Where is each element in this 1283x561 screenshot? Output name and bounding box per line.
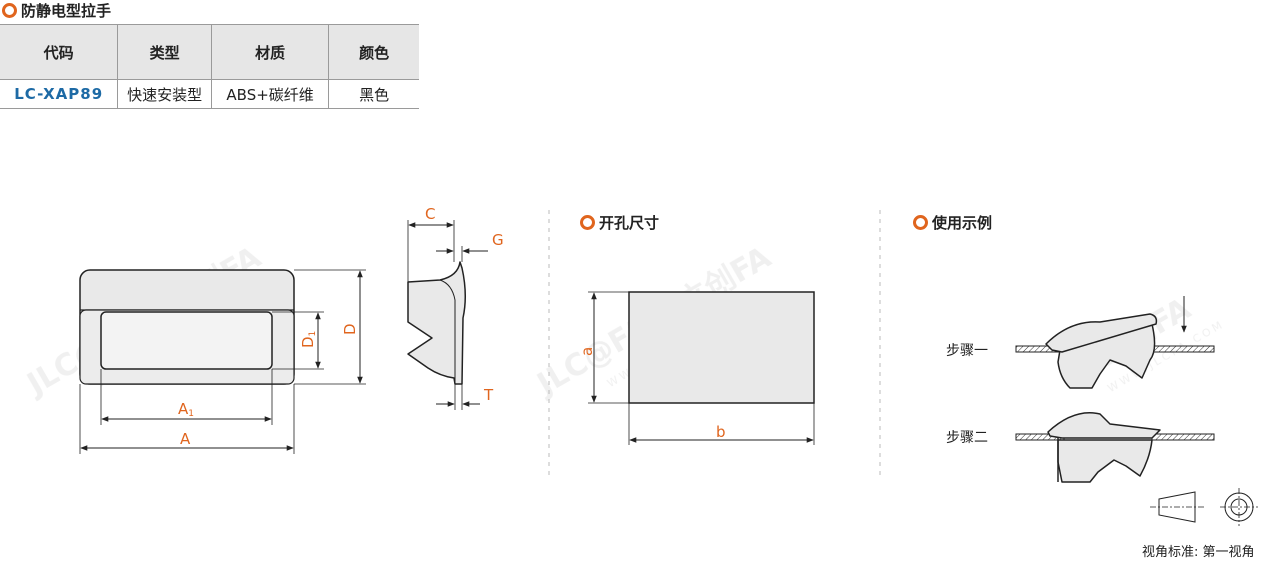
spec-table: 代码 类型 材质 颜色 LC-XAP89 快速安装型 ABS+碳纤维 黑色 xyxy=(0,24,419,109)
header-code: 代码 xyxy=(0,24,119,80)
ring-bullet-icon xyxy=(2,3,17,18)
usage-step1-drawing xyxy=(1015,296,1215,389)
dim-a1: A1 xyxy=(178,400,194,419)
header-type: 类型 xyxy=(117,24,212,80)
side-view-drawing xyxy=(407,220,488,410)
ring-bullet-icon xyxy=(913,215,928,230)
step1-label: 步骤一 xyxy=(946,343,988,359)
projection-standard-label: 视角标准: 第一视角 xyxy=(1142,545,1255,560)
ring-bullet-icon xyxy=(580,215,595,230)
cell-color: 黑色 xyxy=(328,79,419,109)
step2-label: 步骤二 xyxy=(946,430,988,446)
first-angle-projection-icon xyxy=(1150,488,1258,526)
header-material: 材质 xyxy=(211,24,330,80)
front-view-drawing xyxy=(79,269,366,454)
dim-d1: D1 xyxy=(299,331,318,348)
usage-section-title: 使用示例 xyxy=(913,212,992,233)
cutout-section-title: 开孔尺寸 xyxy=(580,212,659,233)
page-title-text: 防静电型拉手 xyxy=(21,2,112,20)
dim-a-small: a xyxy=(578,347,596,356)
dim-g: G xyxy=(492,231,504,249)
page-title: 防静电型拉手 xyxy=(2,0,111,21)
dim-b-small: b xyxy=(716,423,726,441)
cell-code: LC-XAP89 xyxy=(0,79,119,109)
table-header-row: 代码 类型 材质 颜色 xyxy=(0,24,419,80)
cutout-drawing xyxy=(588,291,815,445)
usage-step2-drawing xyxy=(1015,412,1215,483)
cell-type: 快速安装型 xyxy=(117,79,212,109)
dim-c: C xyxy=(425,205,435,223)
dim-t: T xyxy=(483,386,494,404)
usage-title-text: 使用示例 xyxy=(932,214,993,232)
dim-a: A xyxy=(180,430,191,448)
cell-material: ABS+碳纤维 xyxy=(211,79,330,109)
table-row: LC-XAP89 快速安装型 ABS+碳纤维 黑色 xyxy=(0,79,419,109)
dim-d: D xyxy=(341,323,359,335)
header-color: 颜色 xyxy=(328,24,419,80)
cutout-title-text: 开孔尺寸 xyxy=(599,214,660,232)
